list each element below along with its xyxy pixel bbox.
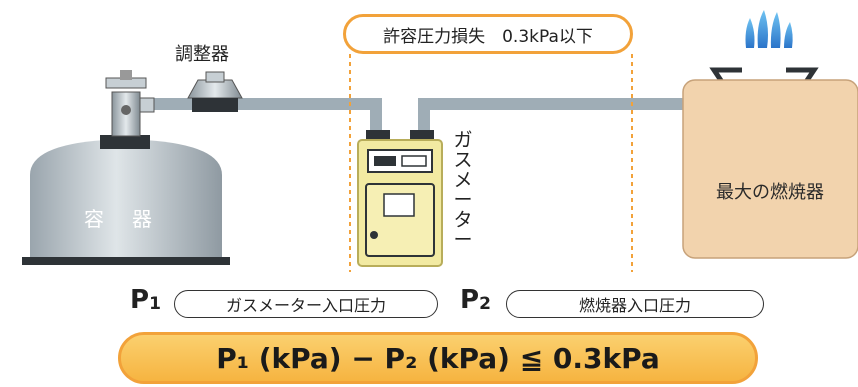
pressure-formula: P₁ (kPa) − P₂ (kPa) ≦ 0.3kPa [118,332,758,384]
p1-symbol: P1 [130,285,161,315]
max-burner-label: 最大の燃焼器 [716,182,824,203]
container-valve [105,70,155,137]
burner-flame-icon [745,10,793,48]
p1-subscript: 1 [149,294,161,314]
regulator [187,71,243,112]
p1-description: ガスメーター入口圧力 [174,290,438,318]
p1-letter: P [130,285,150,315]
p2-letter: P [460,285,480,315]
p2-subscript: 2 [479,294,491,314]
gas-meter-label: ガスメーター [453,129,473,251]
p2-description: 燃焼器入口圧力 [506,290,764,318]
gas-meter [357,130,443,267]
max-burner [682,67,858,259]
container-label: 容 器 [84,207,156,231]
p2-symbol: P2 [460,285,491,315]
gas-container [22,135,230,265]
regulator-label: 調整器 [175,44,229,65]
allowable-loss-label: 許容圧力損失 0.3kPa以下 [343,14,633,54]
